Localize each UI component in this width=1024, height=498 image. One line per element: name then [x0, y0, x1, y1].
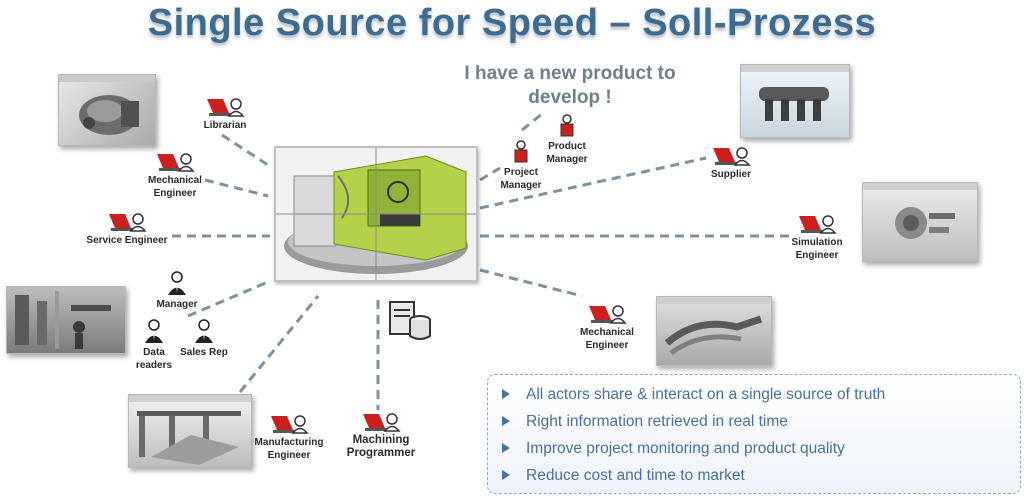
red-laptop-person-icon — [799, 215, 837, 234]
benefit-text: Right information retrieved in real time — [526, 413, 788, 430]
connector-manufacturing — [238, 295, 320, 393]
actor-label-mechanical-engineer-right: Mechanical Engineer — [580, 327, 634, 351]
connector-mechanical-left — [204, 178, 269, 198]
manifold-model-thumbnail — [740, 64, 850, 138]
actor-label-service-engineer: Service Engineer — [86, 235, 168, 246]
database-server-icon — [388, 292, 434, 349]
quote-text: I have a new product to develop ! — [460, 62, 680, 110]
pipe-model-image — [657, 297, 771, 356]
actor-label-manufacturing-engineer: Manufacturing Engineer — [254, 437, 324, 461]
actor-label-sales-rep: Sales Rep — [180, 347, 228, 358]
red-laptop-person-icon — [514, 140, 528, 163]
benefit-item: Improve project monitoring and product q… — [502, 435, 1020, 462]
triangle-arrow-icon — [502, 415, 510, 426]
simulation-model-image — [863, 183, 977, 239]
connector-librarian — [221, 133, 269, 167]
actor-label-project-manager: Project Manager — [500, 167, 542, 191]
quote-line-2: develop ! — [528, 87, 612, 108]
actor-mechanical-engineer-right: Mechanical Engineer — [552, 302, 662, 352]
connector-mechanical-right — [479, 268, 583, 298]
actor-label-product-manager: Product Manager — [546, 141, 588, 165]
pipe-model-thumbnail — [656, 296, 772, 366]
benefit-text: Improve project monitoring and product q… — [526, 440, 845, 457]
red-laptop-person-icon — [157, 153, 195, 172]
benefit-text: Reduce cost and time to market — [526, 467, 745, 484]
suited-person-icon — [145, 319, 163, 343]
quote-line-1: I have a new product to — [464, 63, 676, 84]
actor-machining-programmer: Machining Programmer — [326, 410, 436, 460]
actor-manufacturing-engineer: Manufacturing Engineer — [234, 412, 344, 462]
actor-label-supplier: Supplier — [710, 169, 751, 180]
benefit-item: All actors share & interact on a single … — [502, 381, 1020, 408]
benefits-box: All actors share & interact on a single … — [487, 374, 1021, 494]
connector-quote — [521, 112, 543, 132]
actor-label-simulation-engineer: Simulation Engineer — [791, 237, 843, 261]
factory-photo-thumbnail — [6, 286, 126, 354]
actor-label-librarian: Librarian — [203, 120, 247, 131]
central-product-model — [274, 146, 478, 282]
connector-supplier — [479, 156, 707, 210]
actor-mechanical-engineer-left: Mechanical Engineer — [120, 150, 230, 200]
actor-product-manager: Product Manager — [522, 114, 612, 166]
actor-data-readers: Data readers — [124, 318, 184, 372]
actor-librarian: Librarian — [170, 95, 280, 132]
actor-label-mechanical-engineer-left: Mechanical Engineer — [148, 175, 202, 199]
actor-supplier: Supplier — [676, 144, 786, 181]
benefit-item: Reduce cost and time to market — [502, 462, 1020, 489]
simulation-model-thumbnail — [862, 182, 978, 262]
factory-photo-image — [15, 291, 111, 349]
page-title: Single Source for Speed – Soll-Prozess — [147, 2, 877, 44]
benefits-list: All actors share & interact on a single … — [488, 375, 1020, 489]
actor-project-manager: Project Manager — [476, 140, 566, 192]
red-laptop-person-icon — [560, 114, 574, 137]
actor-label-data-readers: Data readers — [135, 347, 173, 371]
manifold-model-image — [741, 65, 849, 121]
plant-layout-image — [129, 395, 251, 465]
triangle-arrow-icon — [502, 442, 510, 453]
red-laptop-person-icon — [589, 305, 627, 324]
engine-model-thumbnail — [58, 74, 156, 146]
triangle-arrow-icon — [502, 388, 510, 399]
triangle-arrow-icon — [502, 469, 510, 480]
benefit-text: All actors share & interact on a single … — [526, 386, 886, 403]
central-model-image — [276, 148, 476, 280]
benefit-item: Right information retrieved in real time — [502, 408, 1020, 435]
actor-service-engineer: Service Engineer — [72, 210, 182, 247]
suited-person-icon — [168, 271, 186, 295]
suited-person-icon — [195, 319, 213, 343]
red-laptop-person-icon — [271, 415, 309, 434]
red-laptop-person-icon — [109, 213, 147, 232]
actor-sales-rep: Sales Rep — [174, 318, 234, 359]
engine-model-image — [59, 75, 155, 135]
red-laptop-person-icon — [713, 147, 751, 166]
red-laptop-person-icon — [207, 98, 245, 117]
plant-layout-thumbnail — [128, 394, 252, 468]
actor-manager: Manager — [122, 270, 232, 311]
red-laptop-person-icon — [363, 413, 401, 432]
actor-simulation-engineer: Simulation Engineer — [762, 212, 872, 262]
actor-label-manager: Manager — [156, 299, 198, 310]
connector-project-manager — [479, 166, 501, 182]
actor-label-machining-programmer: Machining Programmer — [346, 434, 416, 459]
